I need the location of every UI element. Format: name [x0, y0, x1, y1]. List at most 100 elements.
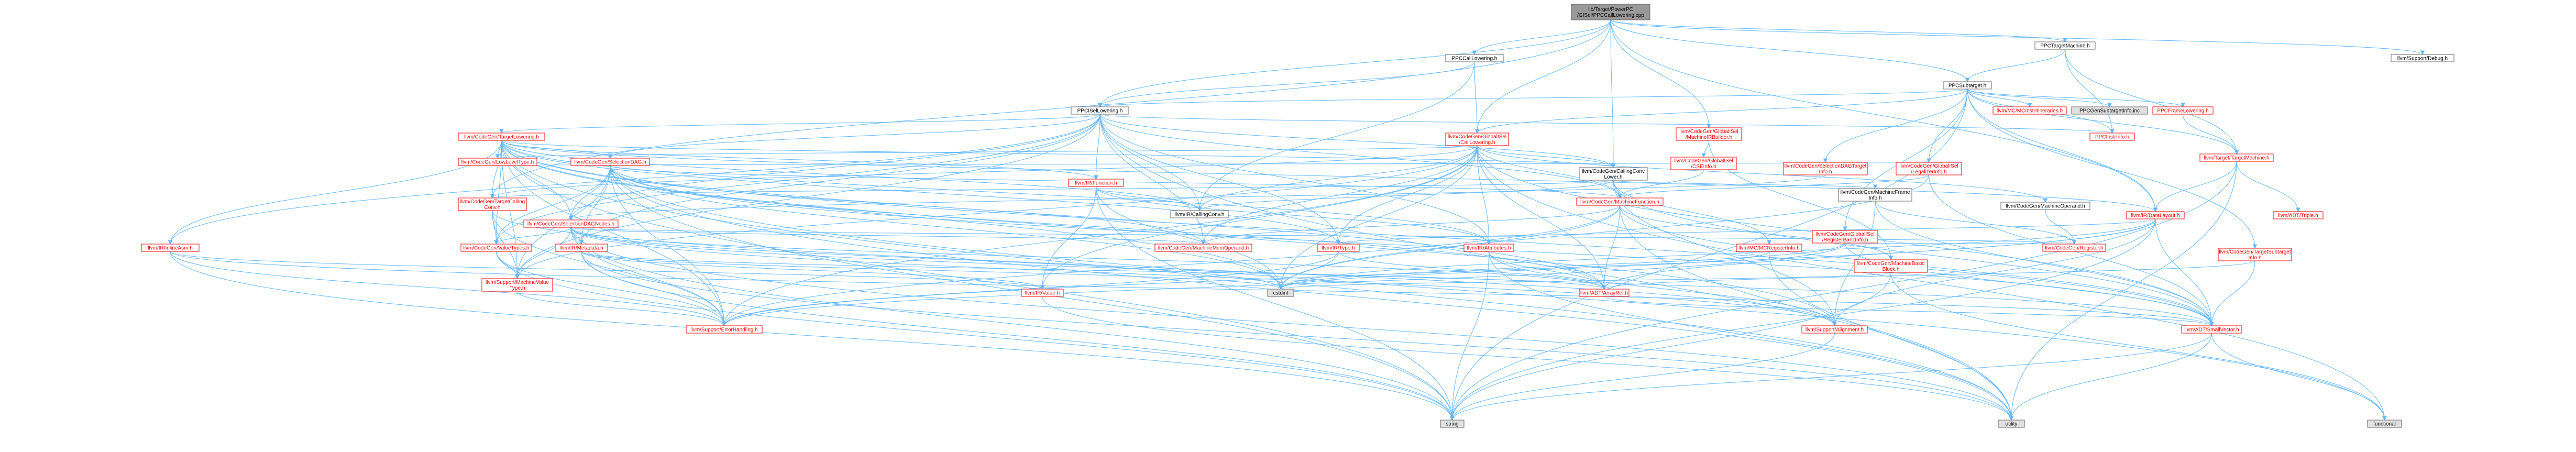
edge-targetlowering_h-to-datalayout_h [501, 140, 2156, 212]
node-label: Type.h [509, 285, 525, 291]
arrowhead-alignment_h-to-string [1450, 416, 1455, 421]
node-debug-h[interactable]: llvm/Support/Debug.h [2391, 54, 2454, 62]
node-mcregisterinfo-h[interactable]: llvm/MC/MCRegisterInfo.h [1736, 244, 1802, 252]
edge-targetmachine_h-to-string [1452, 161, 2237, 421]
node-attributes-h[interactable]: llvm/IR/Attributes.h [1463, 244, 1514, 252]
node-box [1943, 81, 1992, 90]
node-value-h[interactable]: llvm/IR/Value.h [1021, 289, 1064, 297]
node-ppcinstrinfo-h[interactable]: PPCInstrInfo.h [2089, 133, 2135, 141]
node-machineoperand-h[interactable]: llvm/CodeGen/MachineOperand.h [2000, 202, 2090, 210]
node-targetlowering-h[interactable]: llvm/CodeGen/TargetLowering.h [458, 133, 545, 141]
edge-smallvector_h-to-functional [2211, 333, 2385, 421]
edge-ppcisellowering_h-to-machinememoperand_h [1099, 114, 1204, 245]
node-lowleveltype-h[interactable]: llvm/CodeGen/LowLevelType.h [458, 158, 537, 166]
edge-ppcframelowering_h-to-targetmachine_h [2183, 114, 2237, 155]
node-triple-h[interactable]: llvm/ADT/Triple.h [2273, 211, 2324, 219]
node-valuetypes-h[interactable]: llvm/CodeGen/ValueTypes.h [460, 244, 532, 252]
node-arrayref-h[interactable]: llvm/ADT/ArrayRef.h [1579, 289, 1630, 297]
node-selectiondag-h[interactable]: llvm/CodeGen/SelectionDAG.h [570, 158, 650, 166]
edge-root-to-ppctargetmachine_h [1610, 19, 2065, 42]
node-utility: utility [1998, 420, 2025, 428]
node-cstdint: cstdint [1267, 289, 1294, 297]
node-callingconv-h[interactable]: llvm/IR/CallingConv.h [1170, 210, 1229, 218]
arrowhead-targetsubtargetinfo_h-to-arrayref_h [1602, 285, 1606, 290]
node-gisel-calllowering-h[interactable]: llvm/CodeGen/GlobalISel/CallLowering.h [1445, 133, 1509, 146]
node-metadata-h[interactable]: llvm/IR/Metadata.h [555, 244, 608, 252]
arrowhead-root-to-gisel_mirbuilder_h [1707, 124, 1711, 129]
node-gisel-mirbuilder-h[interactable]: llvm/CodeGen/GlobalISel/MachineIRBuilder… [1676, 127, 1742, 141]
edge-ppcsubtarget_h-to-targetmachine_h [1967, 89, 2237, 155]
node-machinefunction-h[interactable]: llvm/CodeGen/MachineFunction.h [1576, 197, 1664, 206]
node-box [2391, 54, 2454, 62]
edge-gisel_calllowering_h-to-arrayref_h [1477, 145, 1604, 290]
node-function-h[interactable]: llvm/IR/Function.h [1068, 179, 1124, 187]
node-ppcisellowering-h[interactable]: PPCISelLowering.h [1071, 106, 1129, 115]
node-alignment-h[interactable]: llvm/Support/Alignment.h [1801, 325, 1868, 334]
edge-seldag_targetinfo_h-to-selectiondagnodes_h [570, 174, 1826, 221]
node-label: Info.h [1868, 195, 1881, 201]
edge-selectiondagnodes_h-to-cstdint [570, 227, 1281, 290]
edge-ppcisellowering_h-to-selectiondag_h [610, 114, 1100, 159]
node-selectiondagnodes-h[interactable]: llvm/CodeGen/SelectionDAGNodes.h [523, 219, 619, 228]
node-box [2126, 211, 2185, 219]
node-gisel-regbankinfo-h[interactable]: llvm/CodeGen/GlobalISel/RegisterBankInfo… [1812, 230, 1878, 244]
edge-type_h-to-errorhandling_h [724, 251, 1339, 326]
edge-gisel_calllowering_h-to-type_h [1338, 145, 1478, 245]
node-type-h[interactable]: llvm/IR/Type.h [1317, 244, 1360, 252]
node-datalayout-h[interactable]: llvm/IR/DataLayout.h [2126, 211, 2185, 219]
arrowhead-ppcisellowering_h-to-targetlowering_h [499, 129, 504, 134]
edges-layer [168, 19, 2425, 421]
edge-smallvector_h-to-utility [2011, 333, 2212, 421]
node-label: PPCFrameLowering.h [2157, 108, 2208, 114]
node-mcinstrinfo-h[interactable]: llvm/MC/MCInstrItineraries.h [1992, 106, 2067, 115]
edge-valuetypes_h-to-string [496, 251, 1452, 421]
edge-selectiondag_h-to-cstdint [610, 165, 1281, 290]
node-label: llvm/ADT/ArrayRef.h [1580, 291, 1628, 296]
node-label: PPCGenSubtargetInfo.inc [2079, 108, 2140, 114]
node-ppccalllowering-h[interactable]: PPCCallLowering.h [1445, 54, 1504, 62]
edge-selectiondag_h-to-selectiondagnodes_h [570, 165, 611, 221]
node-register-h[interactable]: llvm/CodeGen/Register.h [2042, 244, 2106, 252]
node-label: llvm/MC/MCRegisterInfo.h [1738, 246, 1800, 251]
edge-datalayout_h-to-smallvector_h [2155, 218, 2212, 326]
node-label: llvm/CodeGen/GlobalISel [1815, 231, 1874, 237]
arrowhead-ppcsubtarget_h-to-gisel_regbankinfo_h [1843, 226, 1847, 231]
edge-ppcsubtarget_h-to-gisel_calllowering_h [1477, 89, 1968, 134]
node-functional: functional [2367, 420, 2402, 428]
node-box [2218, 248, 2292, 261]
edge-selectiondag_h-to-arrayref_h [610, 165, 1604, 290]
node-gisel-csefinfo-h[interactable]: llvm/CodeGen/GlobalISel/CSEInfo.h [1670, 157, 1737, 170]
edge-metadata_h-to-utility [581, 251, 2012, 421]
node-label: Info.h [2248, 255, 2261, 261]
node-label: /GISel/PPCCallLowering.cpp [1577, 13, 1644, 18]
node-targetmachine-h[interactable]: llvm/Target/TargetMachine.h [2199, 153, 2274, 162]
node-label: llvm/ADT/Triple.h [2278, 213, 2318, 219]
node-label: llvm/IR/InlineAsm.h [148, 246, 193, 251]
edge-metadata_h-to-string [581, 251, 1452, 421]
edge-ppctargetmachine_h-to-ppcsubtarget_h [1967, 49, 2065, 82]
arrowhead-gisel_mirbuilder_h-to-gisel_csefinfo_h [1701, 153, 1706, 158]
node-ppcsubtarget-h[interactable]: PPCSubtarget.h [1943, 81, 1992, 90]
edge-metadata_h-to-arrayref_h [581, 251, 1604, 290]
edge-selectiondagnodes_h-to-machinevaluetype_h [517, 227, 571, 279]
node-label: llvm/IR/Metadata.h [559, 246, 603, 251]
node-smallvector-h[interactable]: llvm/ADT/SmallVector.h [2181, 325, 2242, 334]
node-gisel-legalizerinfo-h[interactable]: llvm/CodeGen/GlobalISel/LegalizerInfo.h [1896, 162, 1962, 175]
node-errorhandling-h[interactable]: llvm/Support/ErrorHandling.h [686, 325, 763, 334]
arrowhead-ppcsubtarget_h-to-targetsubtargetinfo_h [2252, 244, 2258, 249]
edge-selectiondag_h-to-utility [610, 165, 2012, 421]
node-machinememoperand-h[interactable]: llvm/CodeGen/MachineMemOperand.h [1154, 244, 1252, 252]
node-inlineasm-h[interactable]: llvm/IR/InlineAsm.h [141, 244, 200, 252]
edge-ppcisellowering_h-to-targetlowering_h [501, 114, 1100, 134]
node-ppcframelowering-h[interactable]: PPCFrameLowering.h [2152, 106, 2214, 115]
edge-attributes_h-to-alignment_h [1489, 251, 1835, 326]
node-label: string [1446, 422, 1458, 427]
node-ppctargetmachine-h[interactable]: PPCTargetMachine.h [2034, 41, 2096, 50]
